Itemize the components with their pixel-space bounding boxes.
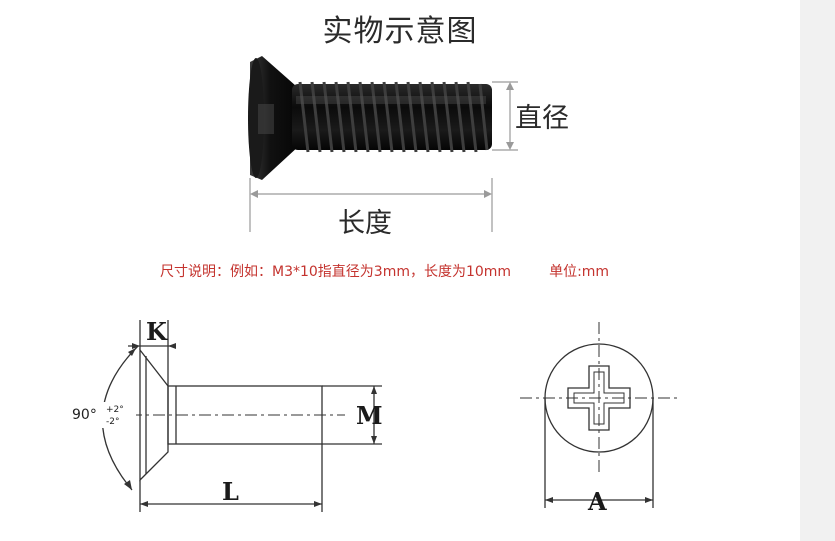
right-margin-strip [800,0,835,541]
screw-head-face [248,58,264,178]
a-label: A [587,487,607,516]
diameter-label: 直径 [515,103,569,134]
page-title: 实物示意图 [322,14,478,49]
drawing-head [139,348,169,482]
top-view [520,322,678,508]
diameter-dimension [492,81,518,151]
length-label: 长度 [338,208,392,239]
angle-plus-label: +2° [106,405,124,415]
size-note-text: 尺寸说明：例如：M3*10指直径为3mm，长度为10mm [160,264,512,280]
phillips-recess [567,365,631,431]
m-label: M [356,401,383,430]
angle-base-label: 90° [72,407,97,423]
length-dimension [249,178,493,232]
screw-threads [298,81,489,153]
screw-head-slot [258,104,274,134]
k-label: K [146,317,168,346]
l-label: L [222,477,239,506]
unit-note: 单位:mm [549,264,610,280]
angle-minus-label: -2° [106,417,119,427]
size-note: 尺寸说明：例如：M3*10指直径为3mm，长度为10mm 单位:mm [160,261,609,281]
